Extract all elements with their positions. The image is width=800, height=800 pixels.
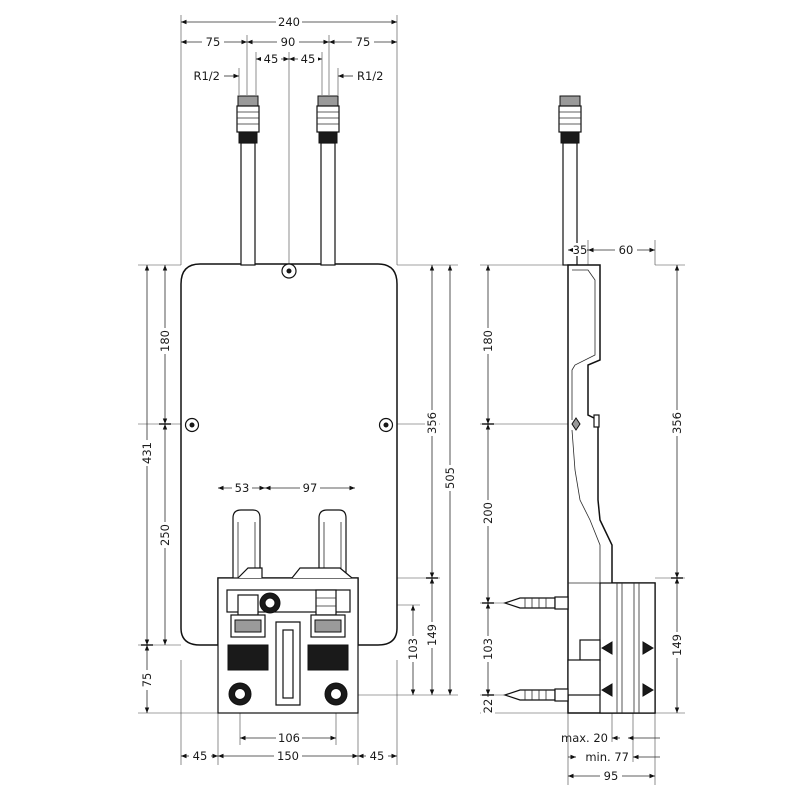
dim-right-149: 149: [425, 624, 439, 646]
side-dim-min: min. 77: [585, 750, 629, 764]
side-dim-max: max. 20: [561, 731, 608, 745]
dim-right-overall: 505: [443, 467, 457, 489]
dim-overall-left: 431: [140, 442, 154, 464]
side-view: 35 60 180 200 103 22 356 149: [480, 95, 685, 785]
thread-right: R1/2: [357, 69, 384, 83]
left-supply-pipe: [236, 95, 260, 266]
side-dim-overall-depth: 95: [604, 769, 619, 783]
dim-valve-spacing: 97: [303, 481, 318, 495]
dim-right-to-pipe: 75: [356, 35, 371, 49]
dim-overall-width: 240: [278, 15, 300, 29]
thread-left: R1/2: [194, 69, 221, 83]
dim-bottom-106: 106: [278, 731, 300, 745]
valve-block: [217, 567, 359, 714]
dim-pipe-spacing: 90: [281, 35, 296, 49]
dim-valve-offset: 53: [235, 481, 250, 495]
dim-half-right: 45: [301, 52, 316, 66]
dim-bottom-left: 75: [140, 673, 154, 688]
dim-right-upper: 356: [425, 412, 439, 434]
dim-lower-section: 250: [158, 524, 172, 546]
side-dim-middle: 200: [481, 502, 495, 524]
dim-left-to-pipe: 75: [206, 35, 221, 49]
side-dim-top-depth: 35: [573, 243, 588, 257]
front-view: 240 75 90 75 45 45 R1/2 R1/2: [138, 14, 458, 765]
side-dim-right-lower: 149: [670, 634, 684, 656]
side-supply-pipe: [558, 95, 582, 266]
side-dim-bottom: 22: [481, 699, 495, 714]
side-dim-upper: 180: [481, 330, 495, 352]
mounting-screws: [503, 596, 569, 702]
side-dim-lower: 103: [481, 638, 495, 660]
dim-half-left: 45: [264, 52, 279, 66]
dim-bottom-left-45: 45: [193, 749, 208, 763]
side-dim-right-upper: 356: [670, 412, 684, 434]
side-dimensions: 35 60 180 200 103 22 356 149: [481, 243, 684, 783]
dim-top-section: 180: [158, 330, 172, 352]
dim-bottom-150: 150: [277, 749, 299, 763]
dim-bottom-right-45: 45: [370, 749, 385, 763]
right-supply-pipe: [316, 95, 340, 266]
dim-right-103: 103: [406, 638, 420, 660]
valve-tubes: [232, 509, 347, 578]
side-dim-top-offset: 60: [619, 243, 634, 257]
side-valve-body: [567, 582, 656, 714]
front-dimensions: 240 75 90 75 45 45 R1/2 R1/2: [140, 14, 457, 763]
